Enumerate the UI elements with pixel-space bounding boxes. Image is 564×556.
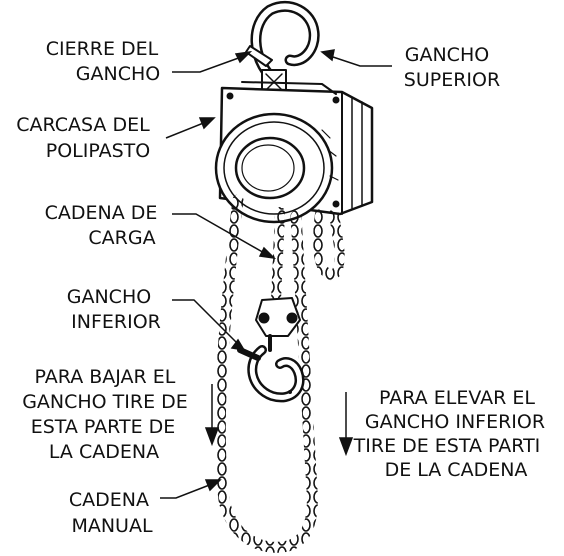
hand-chain-arrowhead bbox=[204, 479, 222, 492]
lower-hook-arrowhead bbox=[230, 338, 246, 352]
upper-hook-leader bbox=[329, 55, 392, 67]
hoist-housing-label: CARCASA DEL POLIPASTO bbox=[16, 114, 156, 162]
raise-instruction-label: PARA ELEVAR EL GANCHO INFERIOR TIRE DE E… bbox=[353, 387, 551, 481]
lower-hook-drawing bbox=[237, 297, 305, 403]
upper-hook-drawing bbox=[250, 0, 320, 95]
upper-hook-label: GANCHO SUPERIOR bbox=[404, 44, 500, 91]
lower-instruction-label: PARA BAJAR EL GANCHO TIRE DE ESTA PARTE … bbox=[22, 366, 194, 463]
hoist-housing-drawing bbox=[214, 81, 374, 224]
lower-direction-arrowhead bbox=[204, 427, 220, 447]
load-chain-label: CADENA DE CARGA bbox=[45, 202, 164, 249]
hand-chain-label: CADENA MANUAL bbox=[69, 489, 155, 537]
lower-hook-leader bbox=[172, 299, 239, 345]
load-chain-arrowhead bbox=[258, 246, 277, 260]
hook-latch-arrowhead bbox=[234, 50, 253, 64]
callout-labels: CIERRE DEL GANCHO GANCHO SUPERIOR CARCAS… bbox=[16, 38, 551, 537]
hoist-housing-leader bbox=[165, 121, 207, 139]
hand-chain-leader bbox=[160, 483, 213, 499]
hoist-housing-arrowhead bbox=[198, 117, 216, 130]
hand-chain-drawing bbox=[214, 194, 318, 553]
hook-latch-label: CIERRE DEL GANCHO bbox=[46, 38, 165, 85]
load-chain-drawing bbox=[271, 207, 345, 305]
upper-hook-arrowhead bbox=[320, 49, 335, 62]
load-chain-leader bbox=[172, 213, 267, 255]
hook-latch-drawing bbox=[245, 45, 273, 67]
hook-latch-leader bbox=[172, 55, 245, 73]
raise-direction-arrowhead bbox=[338, 437, 354, 457]
lower-hook-label: GANCHO INFERIOR bbox=[67, 286, 161, 333]
leader-lines bbox=[160, 49, 392, 499]
hoist-illustration bbox=[214, 0, 374, 553]
